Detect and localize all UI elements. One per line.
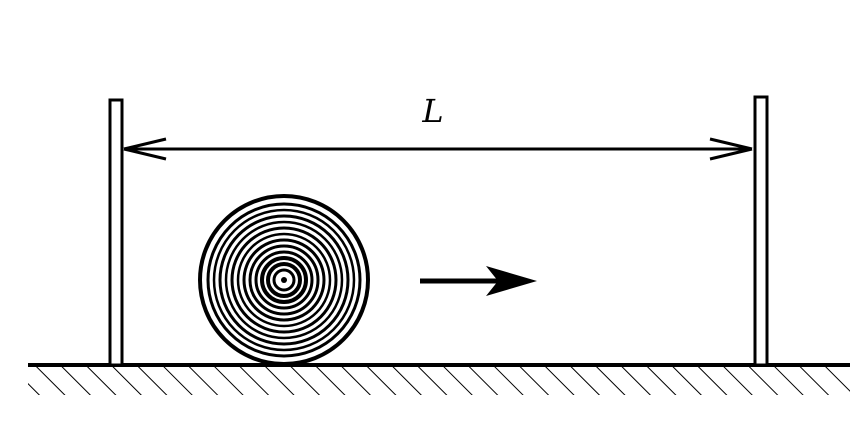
dimension-arrowhead-right: [709, 137, 753, 161]
distance-label: L: [421, 92, 443, 130]
right-post: [753, 95, 769, 367]
coil-core: [281, 277, 287, 283]
ground: [28, 363, 850, 395]
rolled-coil: [198, 194, 370, 366]
dimension-arrowhead-left: [123, 137, 167, 161]
coil-ring: [224, 220, 344, 340]
coil-ring: [272, 268, 296, 292]
coil-ring: [236, 232, 332, 328]
coil-ring: [266, 262, 302, 298]
ground-hatching: [28, 365, 850, 395]
motion-direction-arrow: [420, 266, 537, 296]
distance-dimension-arrow: [123, 137, 753, 161]
coil-ring: [206, 202, 362, 358]
coil-ring: [254, 250, 314, 310]
motion-arrowhead: [486, 266, 537, 296]
left-post: [108, 98, 124, 367]
coil-ring: [218, 214, 350, 346]
coil-ring: [242, 238, 326, 322]
coil-ring: [212, 208, 356, 352]
coil-ring: [248, 244, 320, 316]
coil-ring: [260, 256, 308, 304]
coil-ring: [230, 226, 338, 334]
